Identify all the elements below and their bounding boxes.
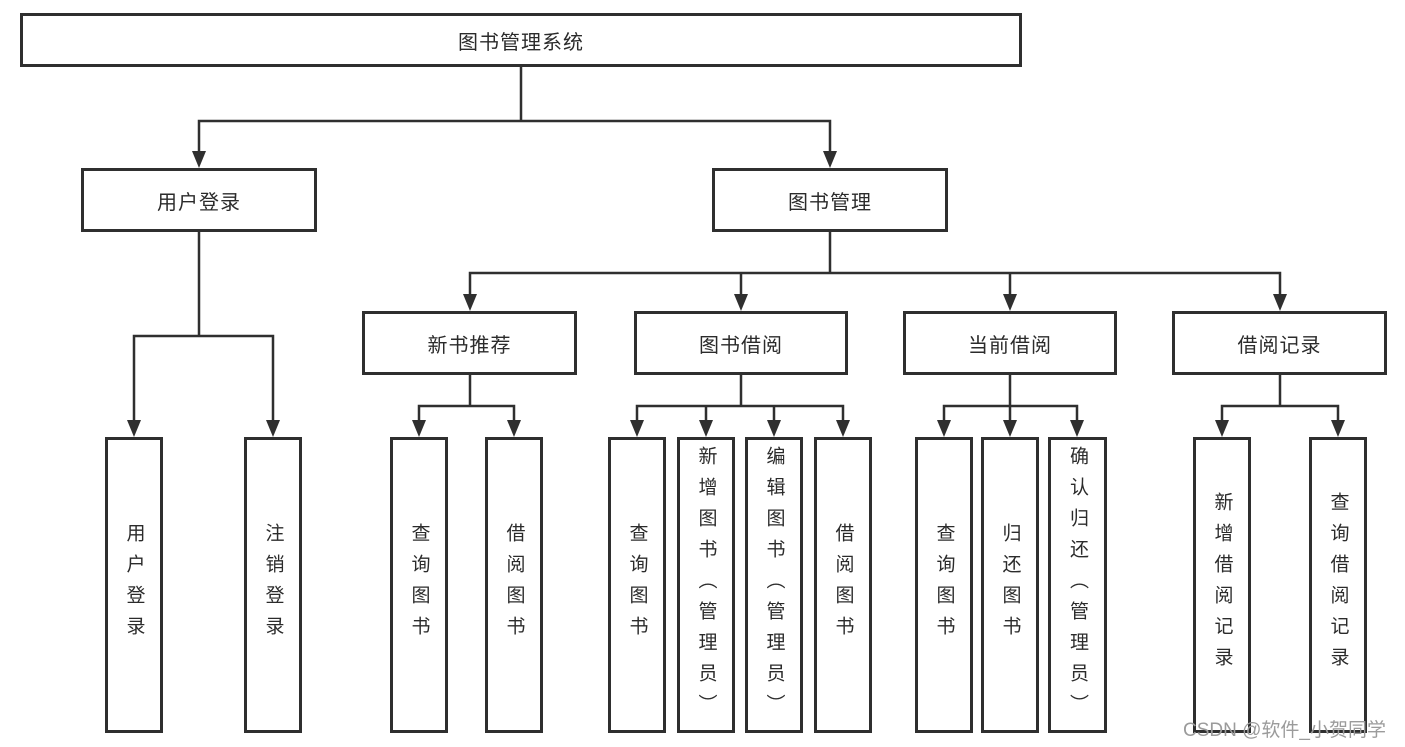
leaf-borrow-query-books: 查询图书: [608, 437, 666, 733]
leaf-records-add-record: 新增借阅记录: [1193, 437, 1251, 733]
leaf-current-confirm-return-admin: 确认归还（管理员）: [1048, 437, 1107, 733]
node-book-management: 图书管理: [712, 168, 948, 232]
node-current-borrow: 当前借阅: [903, 311, 1117, 375]
leaf-borrow-add-books-admin: 新增图书（管理员）: [677, 437, 735, 733]
leaf-recommend-borrow-books-label: 借阅图书: [503, 523, 525, 647]
leaf-current-return-books-label: 归还图书: [999, 523, 1021, 647]
leaf-current-query-books-label: 查询图书: [933, 523, 955, 647]
node-root-label: 图书管理系统: [458, 31, 584, 54]
leaf-current-confirm-return-admin-label: 确认归还（管理员）: [1067, 445, 1088, 725]
csdn-watermark: CSDN @软件_小贺同学: [1183, 720, 1386, 741]
leaf-user-login: 用户登录: [105, 437, 163, 733]
leaf-records-query-record-label: 查询借阅记录: [1327, 492, 1349, 678]
node-borrow-records: 借阅记录: [1172, 311, 1387, 375]
leaf-recommend-query-books: 查询图书: [390, 437, 448, 733]
leaf-borrow-borrow-books: 借阅图书: [814, 437, 872, 733]
leaf-borrow-query-books-label: 查询图书: [626, 523, 648, 647]
node-new-book-recommend-label: 新书推荐: [427, 334, 512, 357]
leaf-user-login-label: 用户登录: [123, 523, 145, 647]
leaf-recommend-borrow-books: 借阅图书: [485, 437, 543, 733]
node-user-login-label: 用户登录: [157, 191, 241, 214]
leaf-borrow-edit-books-admin-label: 编辑图书（管理员）: [763, 445, 785, 725]
node-new-book-recommend: 新书推荐: [362, 311, 577, 375]
leaf-current-return-books: 归还图书: [981, 437, 1039, 733]
node-user-login: 用户登录: [81, 168, 317, 232]
arrowheads: [127, 151, 1345, 437]
leaf-logout-login: 注销登录: [244, 437, 302, 733]
leaf-records-add-record-label: 新增借阅记录: [1211, 492, 1233, 678]
leaf-logout-login-label: 注销登录: [262, 523, 284, 647]
leaf-records-query-record: 查询借阅记录: [1309, 437, 1367, 733]
node-book-management-label: 图书管理: [788, 191, 872, 214]
leaf-borrow-edit-books-admin: 编辑图书（管理员）: [745, 437, 803, 733]
leaf-recommend-query-books-label: 查询图书: [408, 523, 430, 647]
node-current-borrow-label: 当前借阅: [968, 334, 1052, 357]
node-book-borrow: 图书借阅: [634, 311, 848, 375]
node-root: 图书管理系统: [20, 13, 1022, 67]
leaf-current-query-books: 查询图书: [915, 437, 973, 733]
leaf-borrow-borrow-books-label: 借阅图书: [832, 523, 854, 647]
node-borrow-records-label: 借阅记录: [1237, 334, 1322, 357]
node-book-borrow-label: 图书借阅: [699, 334, 783, 357]
leaf-borrow-add-books-admin-label: 新增图书（管理员）: [695, 445, 717, 725]
